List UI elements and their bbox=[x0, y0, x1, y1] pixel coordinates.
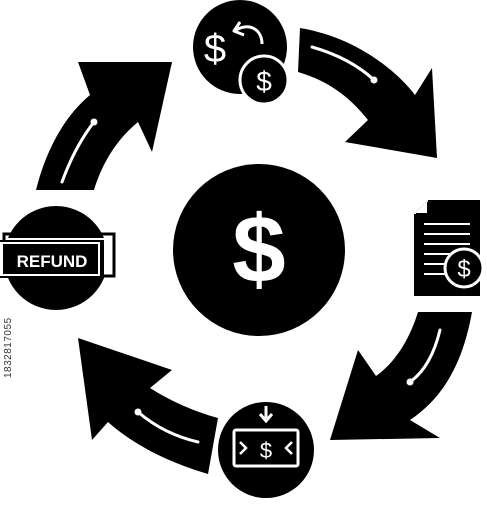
exchange-dollar-symbol-large: $ bbox=[204, 27, 226, 71]
refund-badge-icon: REFUND bbox=[0, 206, 116, 310]
stock-id-watermark: 1832817055 bbox=[3, 317, 14, 378]
cash-dollar-symbol: $ bbox=[260, 438, 272, 463]
cycle-arrow-icon-bottom-left bbox=[78, 338, 218, 474]
invoice-document-icon: $ bbox=[414, 200, 485, 296]
dollar-coin-icon: $ bbox=[173, 164, 345, 336]
invoice-dollar-symbol: $ bbox=[457, 256, 470, 283]
center-dollar-symbol: $ bbox=[232, 196, 285, 303]
currency-exchange-icon: $ $ bbox=[193, 0, 290, 106]
cash-deposit-icon: $ bbox=[218, 402, 314, 498]
cycle-arrow-icon-bottom-right bbox=[330, 312, 472, 440]
exchange-dollar-symbol-small: $ bbox=[256, 66, 272, 97]
cycle-arrow-icon-top-right bbox=[298, 28, 437, 158]
refund-label: REFUND bbox=[17, 252, 88, 271]
cycle-arrow-icon-top-left bbox=[36, 62, 172, 190]
